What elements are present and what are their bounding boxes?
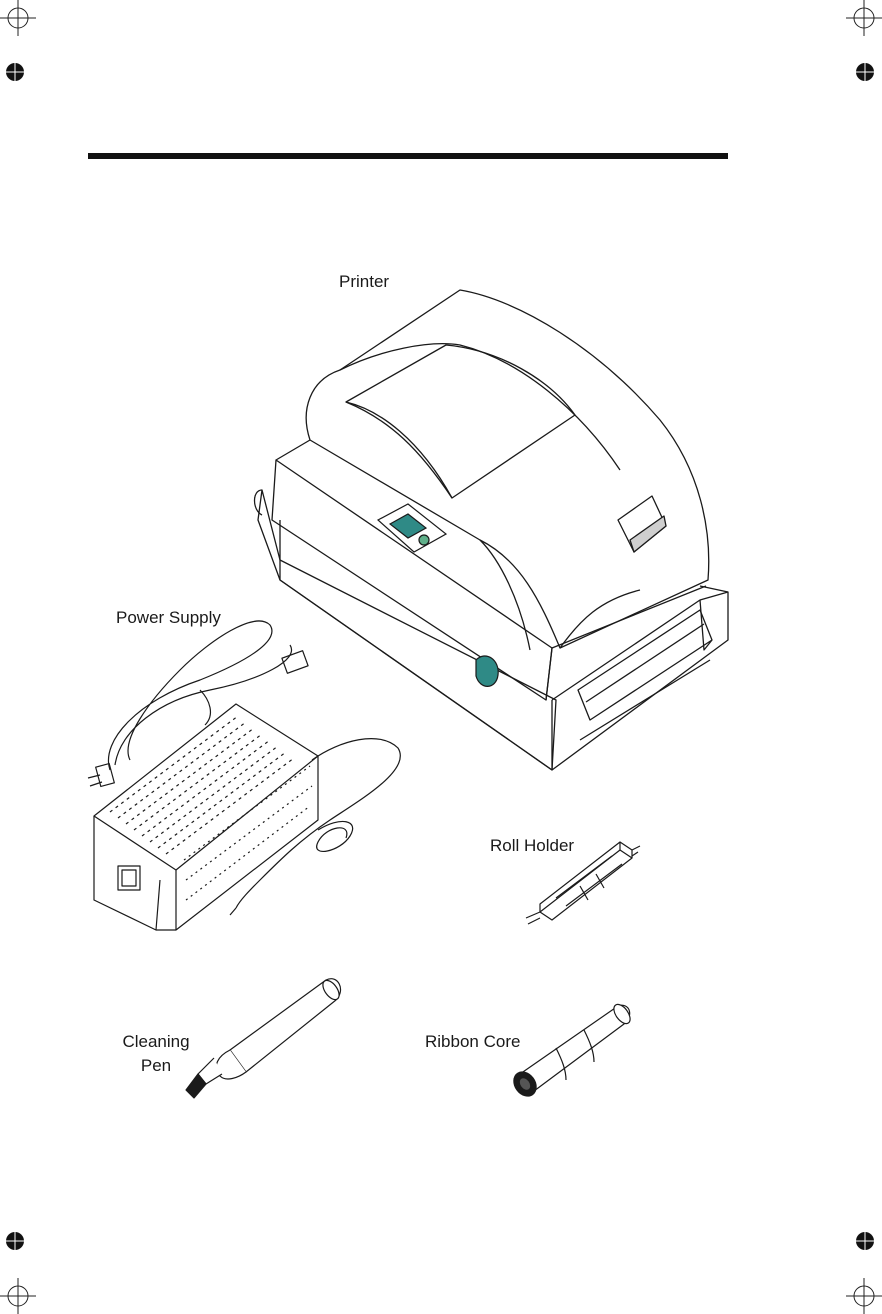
registration-mark-bottom-left-icon [0, 1278, 36, 1314]
cleaning-pen-label-line1: Cleaning [116, 1030, 196, 1054]
header-rule [88, 153, 728, 159]
registration-dot-bottom-left-icon [5, 1231, 25, 1251]
cleaning-pen-label-line2: Pen [116, 1054, 196, 1078]
printer-label: Printer [339, 270, 389, 294]
registration-mark-bottom-right-icon [846, 1278, 882, 1314]
registration-dot-bottom-right-icon [855, 1231, 875, 1251]
roll-holder-label: Roll Holder [490, 834, 574, 858]
cleaning-pen-label: Cleaning Pen [116, 1030, 196, 1078]
registration-mark-top-left-icon [0, 0, 36, 36]
ribbon-core-label: Ribbon Core [425, 1030, 520, 1054]
registration-dot-top-left-icon [5, 62, 25, 82]
registration-mark-top-right-icon [846, 0, 882, 36]
power-supply-label: Power Supply [116, 606, 221, 630]
registration-dot-top-right-icon [855, 62, 875, 82]
